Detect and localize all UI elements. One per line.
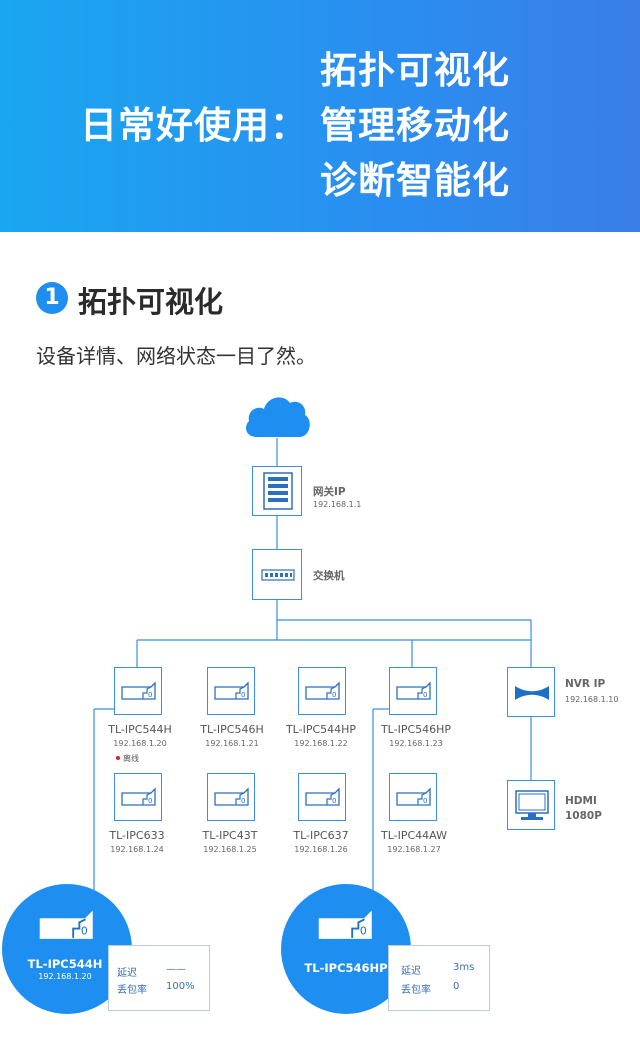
svg-text:0: 0 <box>241 797 245 805</box>
gateway-ip: 192.168.1.1 <box>313 500 362 509</box>
camera-ip: 192.168.1.22 <box>294 739 348 748</box>
detail-camera-name: TL-IPC546HP <box>304 961 388 975</box>
monitor-icon <box>515 790 549 820</box>
camera-ip: 192.168.1.25 <box>203 845 257 854</box>
banner-line-2: 管理移动化 <box>320 104 510 147</box>
switch-label: 交换机 <box>313 570 345 582</box>
camera-ip: 192.168.1.27 <box>387 845 441 854</box>
latency-label: 延迟 <box>117 968 137 979</box>
monitor-node[interactable] <box>507 780 555 830</box>
section-description: 设备详情、网络状态一目了然。 <box>36 344 316 368</box>
header-banner: 日常好使用： 拓扑可视化 管理移动化 诊断智能化 <box>0 0 640 232</box>
camera-node[interactable]: 0 <box>114 667 162 715</box>
camera-icon: 0 <box>214 787 249 806</box>
switch-node[interactable] <box>252 549 302 600</box>
camera-name: TL-IPC546H <box>200 723 264 736</box>
camera-icon: 0 <box>39 910 93 939</box>
server-icon <box>263 472 293 510</box>
camera-icon: 0 <box>305 681 340 700</box>
latency-label: 延迟 <box>401 966 421 977</box>
banner-line-3: 诊断智能化 <box>320 159 510 202</box>
camera-name: TL-IPC544HP <box>285 723 357 736</box>
svg-text:0: 0 <box>148 691 152 699</box>
camera-name: TL-IPC544H <box>108 723 172 736</box>
switch-icon <box>261 569 295 581</box>
resolution-label: 1080P <box>565 810 602 822</box>
camera-ip: 192.168.1.24 <box>110 845 164 854</box>
latency-value: 3ms <box>453 962 475 973</box>
svg-text:0: 0 <box>423 797 427 805</box>
offline-status: 离线 <box>123 754 139 763</box>
svg-text:0: 0 <box>360 925 367 938</box>
camera-icon: 0 <box>396 787 431 806</box>
camera-ip: 192.168.1.21 <box>205 739 259 748</box>
camera-icon: 0 <box>214 681 249 700</box>
nvr-ip: 192.168.1.10 <box>565 695 619 704</box>
status-card: 延迟 —— 丢包率 100% <box>108 945 210 1011</box>
camera-node[interactable]: 0 <box>207 667 255 715</box>
gateway-label: 网关IP <box>313 486 346 498</box>
svg-text:0: 0 <box>332 691 336 699</box>
camera-node[interactable]: 0 <box>298 667 346 715</box>
detail-camera-ip: 192.168.1.20 <box>38 972 92 981</box>
status-card: 延迟 3ms 丢包率 0 <box>388 945 490 1011</box>
svg-text:0: 0 <box>332 797 336 805</box>
camera-icon: 0 <box>305 787 340 806</box>
camera-name: TL-IPC44AW <box>381 829 447 842</box>
svg-text:0: 0 <box>241 691 245 699</box>
detail-camera-name: TL-IPC544H <box>27 957 103 971</box>
camera-node[interactable]: 0 <box>207 773 255 821</box>
nvr-icon <box>515 686 549 700</box>
nvr-node[interactable] <box>507 667 555 717</box>
banner-lead: 日常好使用： <box>80 104 308 147</box>
gateway-node[interactable] <box>252 466 302 516</box>
banner-line-1: 拓扑可视化 <box>320 49 510 92</box>
section-number-badge: 1 <box>36 282 68 314</box>
cloud-icon <box>245 397 310 437</box>
camera-icon: 0 <box>318 910 372 939</box>
camera-icon: 0 <box>121 787 156 806</box>
svg-text:0: 0 <box>148 797 152 805</box>
camera-node[interactable]: 0 <box>389 773 437 821</box>
camera-node[interactable]: 0 <box>298 773 346 821</box>
camera-ip: 192.168.1.23 <box>389 739 443 748</box>
camera-node[interactable]: 0 <box>389 667 437 715</box>
camera-name: TL-IPC43T <box>202 829 258 842</box>
camera-icon: 0 <box>396 681 431 700</box>
hdmi-label: HDMI <box>565 795 597 807</box>
camera-name: TL-IPC633 <box>109 829 165 842</box>
offline-dot-icon <box>116 756 120 760</box>
camera-ip: 192.168.1.26 <box>294 845 348 854</box>
camera-name: TL-IPC637 <box>293 829 349 842</box>
nvr-label: NVR IP <box>565 678 606 690</box>
latency-value: —— <box>166 964 186 975</box>
camera-node[interactable]: 0 <box>114 773 162 821</box>
camera-ip: 192.168.1.20 <box>113 739 167 748</box>
packet-loss-label: 丢包率 <box>117 985 147 996</box>
camera-icon: 0 <box>121 681 156 700</box>
camera-name: TL-IPC546HP <box>380 723 452 736</box>
packet-loss-value: 0 <box>453 981 460 992</box>
svg-text:0: 0 <box>81 925 88 938</box>
packet-loss-value: 100% <box>166 981 195 992</box>
packet-loss-label: 丢包率 <box>401 985 431 996</box>
section-title: 拓扑可视化 <box>78 285 224 319</box>
svg-text:0: 0 <box>423 691 427 699</box>
